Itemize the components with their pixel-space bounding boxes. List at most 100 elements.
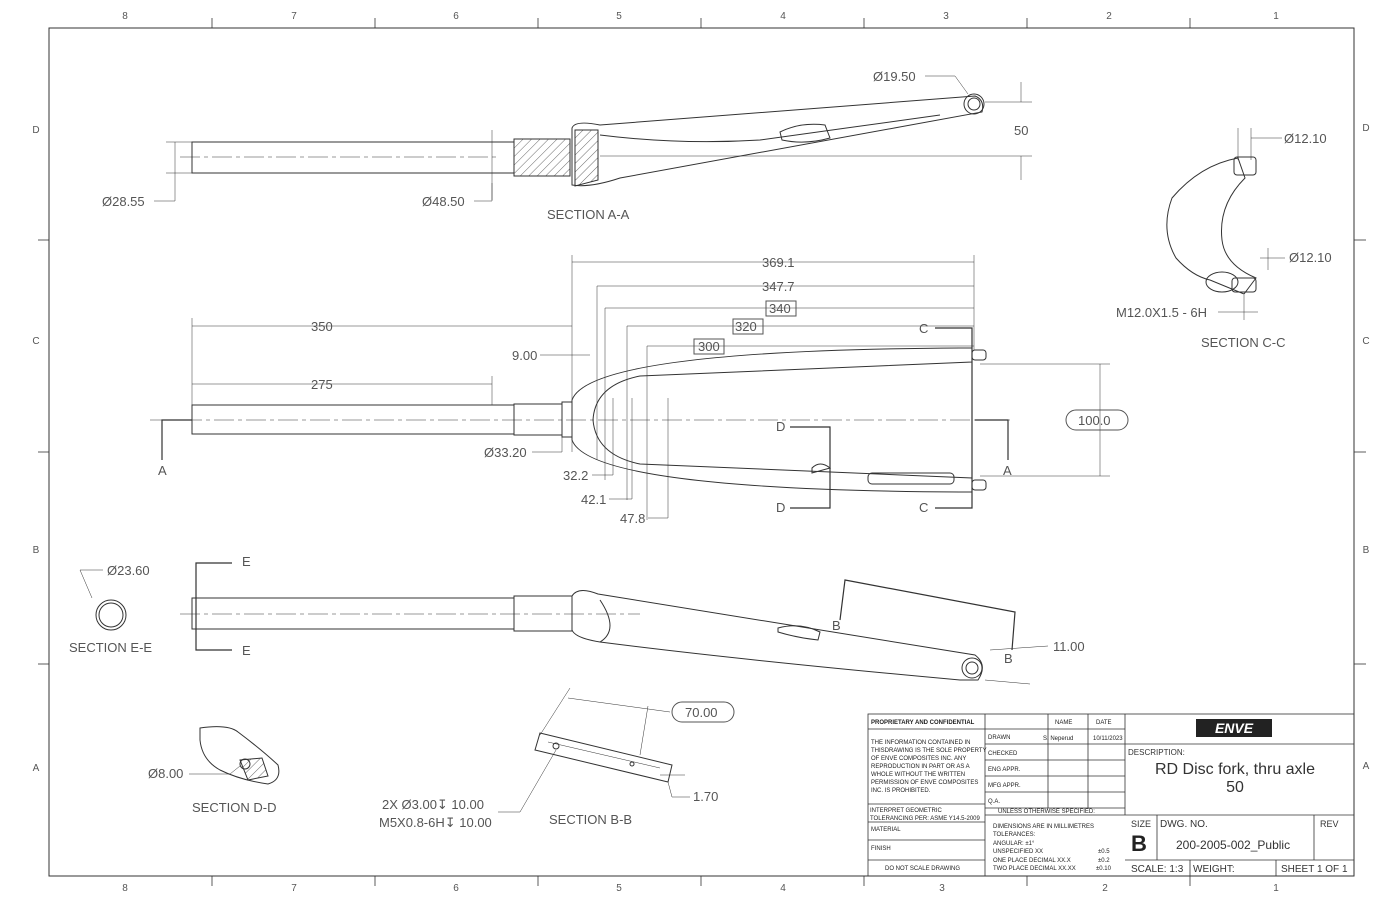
proprietary-line: WHOLE WITHOUT THE WRITTEN <box>871 772 965 778</box>
section-aa-view <box>154 75 1032 202</box>
dim-275: 275 <box>311 377 333 392</box>
row-drawn: DRAWN <box>988 735 1010 741</box>
section-dd-view <box>189 726 280 785</box>
row-qa: Q.A. <box>988 799 1000 805</box>
dim-300: 300 <box>698 339 720 354</box>
proprietary-line: OF ENVE COMPOSITES INC. ANY <box>871 756 966 762</box>
title-block-text: PROPRIETARY AND CONFIDENTIAL THE INFORMA… <box>870 719 1348 875</box>
row-checked: CHECKED <box>988 751 1018 757</box>
zone-col-label: 2 <box>1106 11 1112 22</box>
zone-col-label: 8 <box>122 883 128 894</box>
sheet-label: SHEET 1 OF 1 <box>1281 864 1348 875</box>
zone-col-label: 6 <box>453 11 459 22</box>
zone-col-label: 4 <box>780 11 786 22</box>
zone-row-label: C <box>1362 336 1369 347</box>
tolerance-line: DIMENSIONS ARE IN MILLIMETRES <box>993 824 1094 830</box>
dim-32: 32.2 <box>563 468 588 483</box>
note-thread-hole: M5X0.8-6H↧ 10.00 <box>379 815 492 830</box>
section-cc-title: SECTION C-C <box>1201 335 1286 350</box>
row-mfg-appr: MFG APPR. <box>988 783 1021 789</box>
zone-col-label: 3 <box>943 11 949 22</box>
zone-col-label: 4 <box>780 883 786 894</box>
proprietary-line: PERMISSION OF ENVE COMPOSITES <box>871 780 978 786</box>
section-aa-title: SECTION A-A <box>547 207 630 222</box>
side-view-labels: Ø23.60 SECTION E-E E E B B 11.00 <box>69 554 1085 666</box>
section-label-d-top: D <box>776 419 785 434</box>
dim-9: 9.00 <box>512 348 537 363</box>
proprietary-heading: PROPRIETARY AND CONFIDENTIAL <box>871 720 975 726</box>
zone-labels: 8 7 6 5 4 3 2 1 8 7 6 5 4 3 2 1 D C B A … <box>32 11 1369 894</box>
section-cc-view <box>1166 128 1285 320</box>
section-aa-labels: Ø28.55 Ø48.50 Ø19.50 50 SECTION A-A <box>102 69 1028 222</box>
dim-340: 340 <box>769 301 791 316</box>
drawn-date: 10/11/2023 <box>1093 736 1123 742</box>
title-block <box>867 713 1355 877</box>
date-column-header: DATE <box>1096 720 1112 726</box>
dim-cc-bottom-diameter: Ø12.10 <box>1289 250 1332 265</box>
section-bb-title: SECTION B-B <box>549 812 632 827</box>
dim-70: 70.00 <box>685 705 718 720</box>
logo-text: ENVE <box>1215 720 1254 736</box>
section-ee-title: SECTION E-E <box>69 640 152 655</box>
dim-42: 42.1 <box>581 492 606 507</box>
dim-369: 369.1 <box>762 255 795 270</box>
unless-otherwise: UNLESS OTHERWISE SPECIFIED: <box>998 809 1095 815</box>
section-dd-title: SECTION D-D <box>192 800 277 815</box>
finish-label: FINISH <box>871 846 891 852</box>
zone-col-label: 5 <box>616 883 622 894</box>
scale-label: SCALE: 1:3 <box>1131 864 1184 875</box>
zone-col-label: 2 <box>1102 883 1108 894</box>
zone-col-label: 6 <box>453 883 459 894</box>
section-label-a-left: A <box>158 463 167 478</box>
dim-dropout-diameter: Ø19.50 <box>873 69 916 84</box>
description-line2: 50 <box>1226 779 1244 796</box>
zone-col-label: 5 <box>616 11 622 22</box>
zone-row-label: D <box>32 125 39 136</box>
section-label-c-top: C <box>919 321 928 336</box>
description-label: DESCRIPTION: <box>1128 748 1185 757</box>
dim-ee-diameter: Ø23.60 <box>107 563 150 578</box>
dim-33: Ø33.20 <box>484 445 527 460</box>
dim-cc-top-diameter: Ø12.10 <box>1284 131 1327 146</box>
dim-steerer-diameter: Ø28.55 <box>102 194 145 209</box>
proprietary-line: THE INFORMATION CONTAINED IN <box>871 740 970 746</box>
front-view-labels: 369.1 347.7 340 320 300 350 275 9.00 Ø33… <box>158 255 1111 526</box>
dim-320: 320 <box>735 319 757 334</box>
zone-row-label: B <box>33 545 40 556</box>
proprietary-line: THISDRAWING IS THE SOLE PROPERTY <box>871 748 987 754</box>
gdt-note: TOLERANCING PER: ASME Y14.5-2009 <box>870 816 980 822</box>
material-label: MATERIAL <box>871 827 901 833</box>
size-value: B <box>1131 831 1147 856</box>
front-view <box>150 255 1110 520</box>
name-column-header: NAME <box>1055 720 1072 726</box>
dim-1-70: 1.70 <box>693 789 718 804</box>
drawn-name: S. Neperud <box>1043 736 1073 742</box>
dim-dd-diameter: Ø8.00 <box>148 766 183 781</box>
dim-offset: 50 <box>1014 123 1028 138</box>
zone-col-label: 8 <box>122 11 128 22</box>
zone-row-label: D <box>1362 123 1369 134</box>
zone-row-label: B <box>1363 545 1370 556</box>
zone-row-label: A <box>1363 761 1370 772</box>
dwg-no-label: DWG. NO. <box>1160 819 1208 830</box>
zone-col-label: 1 <box>1273 11 1279 22</box>
section-label-e-top: E <box>242 554 251 569</box>
section-label-b-left: B <box>832 618 841 633</box>
dwg-no-value: 200-2005-002_Public <box>1176 838 1290 852</box>
zone-col-label: 7 <box>291 883 297 894</box>
section-label-d-bottom: D <box>776 500 785 515</box>
proprietary-line: INC. IS PROHIBITED. <box>871 788 931 794</box>
section-label-e-bottom: E <box>242 643 251 658</box>
zone-col-label: 7 <box>291 11 297 22</box>
dim-47: 47.8 <box>620 511 645 526</box>
section-cc-labels: Ø12.10 Ø12.10 M12.0X1.5 - 6H SECTION C-C <box>1116 131 1332 350</box>
section-label-a-right: A <box>1003 463 1012 478</box>
tolerance-line: UNSPECIFIED XX <box>993 849 1043 855</box>
dim-100: 100.0 <box>1078 413 1111 428</box>
tolerance-line: TOLERANCES: <box>993 832 1036 838</box>
section-dd-labels: Ø8.00 SECTION D-D <box>148 766 277 815</box>
tolerance-line: ANGULAR: ±1° <box>993 841 1035 847</box>
sheet-border <box>38 18 1366 886</box>
dim-350: 350 <box>311 319 333 334</box>
